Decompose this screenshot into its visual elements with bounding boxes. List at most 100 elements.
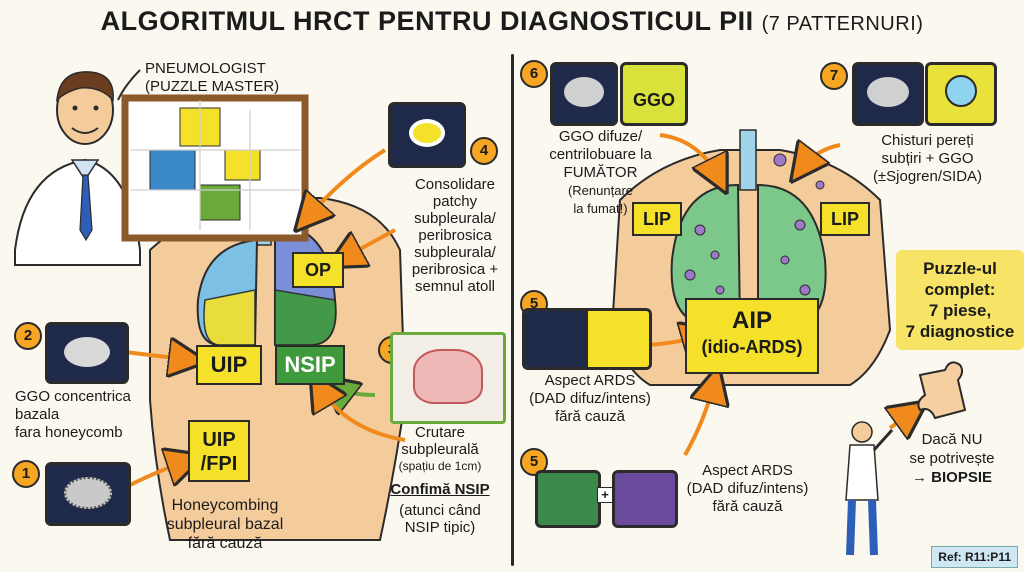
step7-scan-card <box>852 62 924 126</box>
arrow-step6 <box>659 133 720 180</box>
step1-scan-card <box>45 462 131 526</box>
right-lung-cysts <box>684 153 825 296</box>
puzzle-complete-panel: Puzzle-ul complet: 7 piese, 7 diagnostic… <box>896 250 1024 350</box>
step2-text: GGO concentrica bazala fara honeycomb <box>15 388 131 442</box>
arrow-step4 <box>305 148 387 220</box>
step3-line: (spațiu de 1cm) <box>398 459 482 473</box>
step7-badge: 7 <box>820 62 848 90</box>
step4-scan-card <box>388 102 466 168</box>
pneumologist-label: PNEUMOLOGIST <box>145 60 266 77</box>
pneumologist-caption: PNEUMOLOGIST (PUZZLE MASTER) <box>145 60 279 96</box>
atoll-icon <box>409 119 445 147</box>
aip-sublabel: (idio-ARDS) <box>701 337 803 357</box>
step6-line: (Renunțare <box>567 183 634 198</box>
loose-puzzle-piece <box>917 361 967 420</box>
piece-uip-fpi-line2: /FPI <box>200 453 238 475</box>
ct-scan-icon <box>525 311 586 367</box>
step1-text: Honeycombing subpleural bazal fără cauză <box>150 496 300 553</box>
step4-line: subpleurala/ <box>414 210 496 227</box>
step6-scan-card <box>550 62 618 126</box>
step2-scan-card <box>45 322 129 384</box>
arrow-step7 <box>800 145 841 170</box>
biopsy-line: Dacă NU <box>921 431 983 448</box>
puzzle-complete-line: 7 diagnostice <box>905 322 1015 341</box>
piece-uip-fpi: UIP /FPI <box>188 420 250 482</box>
piece-aip: AIP (idio-ARDS) <box>685 298 819 374</box>
piece-nsip: NSIP <box>275 345 345 385</box>
page-title: ALGORITMUL HRCT PENTRU DIAGNOSTICUL PII … <box>0 6 1024 37</box>
step5a-scan-pair <box>522 308 652 370</box>
step4-line: peribrosica <box>418 227 492 244</box>
arrow-step1 <box>129 460 190 487</box>
piece-lip-left: LIP <box>632 202 682 236</box>
step6-line: FUMĂTOR <box>563 164 638 181</box>
step5b-scan-a <box>535 470 601 528</box>
step5b-text: Aspect ARDS (DAD difuz/intens) fără cauz… <box>675 462 820 516</box>
step5a-line: (DAD difuz/intens) <box>529 390 651 407</box>
step7-text: Chisturi pereți subțiri + GGO (±Sjogren/… <box>845 132 1010 186</box>
step1-line: fără cauză <box>187 535 263 552</box>
step6-line: la fumat!) <box>573 201 628 216</box>
piece-uip: UIP <box>196 345 262 385</box>
step4-line: peribrosica + <box>411 261 499 278</box>
step3-line: (atunci când <box>399 502 481 519</box>
piece-uip-fpi-line1: UIP <box>202 429 236 451</box>
puzzle-complete-line: 7 piese, <box>928 301 992 320</box>
step5b-line: fără cauză <box>712 498 783 515</box>
step3-text: Crutare subpleurală (spațiu de 1cm) Conf… <box>375 424 505 536</box>
biopsy-line: → BIOPSIE <box>911 469 993 486</box>
left-lung-nsip-zone <box>274 289 337 346</box>
puzzle-complete-line: complet: <box>924 280 996 299</box>
step2-line: bazala <box>15 406 60 423</box>
title-sub: (7 PATTERNURI) <box>761 13 924 35</box>
ggo-icon: GGO <box>620 62 688 126</box>
piece-op: OP <box>292 252 344 288</box>
step4-line: subpleurala/ <box>414 244 496 261</box>
step5a-line: Aspect ARDS <box>544 372 636 389</box>
puzzle-board <box>121 94 309 242</box>
arrow-step5b <box>683 380 715 456</box>
panel-divider <box>511 54 514 566</box>
piece-lip-right: LIP <box>820 202 870 236</box>
plus-sign: + <box>597 487 613 503</box>
step3-line: Confimă NSIP <box>390 481 490 498</box>
step4-line: patchy <box>432 193 478 210</box>
ct-scan-icon <box>64 337 110 367</box>
step4-badge: 4 <box>470 137 498 165</box>
step7-line: (±Sjogren/SIDA) <box>872 168 983 185</box>
cyst-icon <box>925 62 997 126</box>
step2-badge: 2 <box>14 322 42 350</box>
step4-line: semnul atoll <box>414 278 496 295</box>
step5b-line: Aspect ARDS <box>702 462 793 479</box>
arrow-step4b <box>340 228 396 260</box>
step5a-line: fără cauză <box>554 408 626 425</box>
ct-scan-icon <box>564 77 604 107</box>
biopsy-person <box>845 421 894 556</box>
left-lung-uip-zone <box>203 289 256 346</box>
step6-line: GGO difuze/ <box>558 128 643 145</box>
puzzle-master-label: (PUZZLE MASTER) <box>145 78 280 95</box>
arrow-biopsy <box>890 410 915 428</box>
step6-badge: 6 <box>520 60 548 88</box>
title-main: ALGORITMUL HRCT PENTRU DIAGNOSTICUL PII <box>100 6 754 36</box>
arrow-step3b <box>318 385 406 442</box>
step6-text: GGO difuze/ centrilobuare la FUMĂTOR (Re… <box>528 128 673 218</box>
step2-line: GGO concentrica <box>15 388 131 405</box>
biopsy-line: se potrivește <box>909 450 995 467</box>
step3-line: NSIP tipic) <box>404 519 476 536</box>
biopsy-text: Dacă NU se potrivește → BIOPSIE <box>888 430 1016 487</box>
step2-line: fara honeycomb <box>15 424 123 441</box>
right-trachea <box>739 129 757 191</box>
ct-scan-icon <box>586 311 649 367</box>
speech-tick <box>117 69 141 101</box>
step4-text: Consolidare patchy subpleurala/ peribros… <box>400 176 510 295</box>
honeycomb-icon <box>64 477 112 509</box>
step3-line: Crutare <box>414 424 466 441</box>
step5b-scan-b <box>612 470 678 528</box>
step1-badge: 1 <box>12 460 40 488</box>
reference-tag: Ref: R11:P11 <box>931 546 1018 568</box>
step5b-line: (DAD difuz/intens) <box>686 480 809 497</box>
step4-line: Consolidare <box>414 176 496 193</box>
step1-line: Honeycombing <box>171 497 279 514</box>
step3-line: subpleurală <box>401 441 479 458</box>
